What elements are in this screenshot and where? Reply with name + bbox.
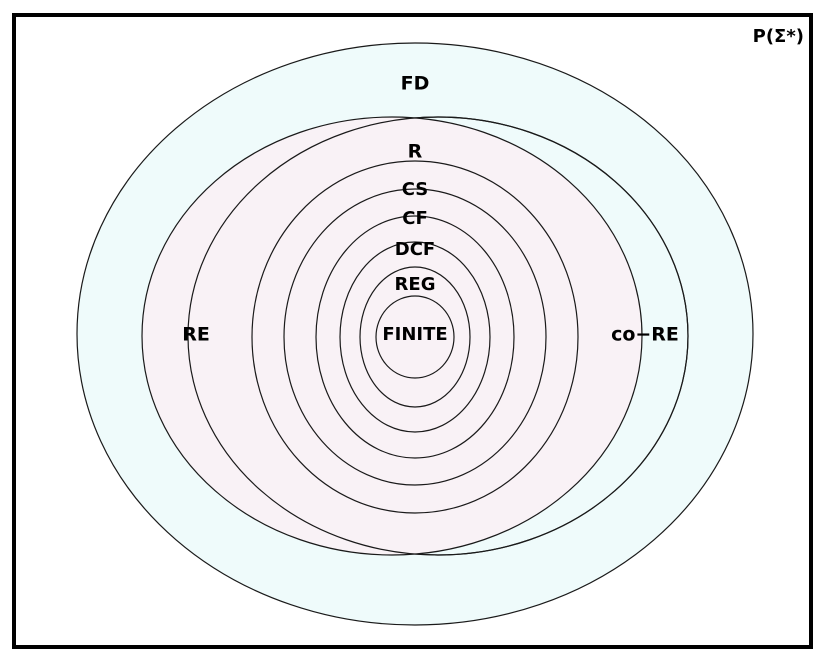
diagram-frame bbox=[12, 13, 813, 649]
universe-label: P(Σ*) bbox=[752, 26, 804, 47]
